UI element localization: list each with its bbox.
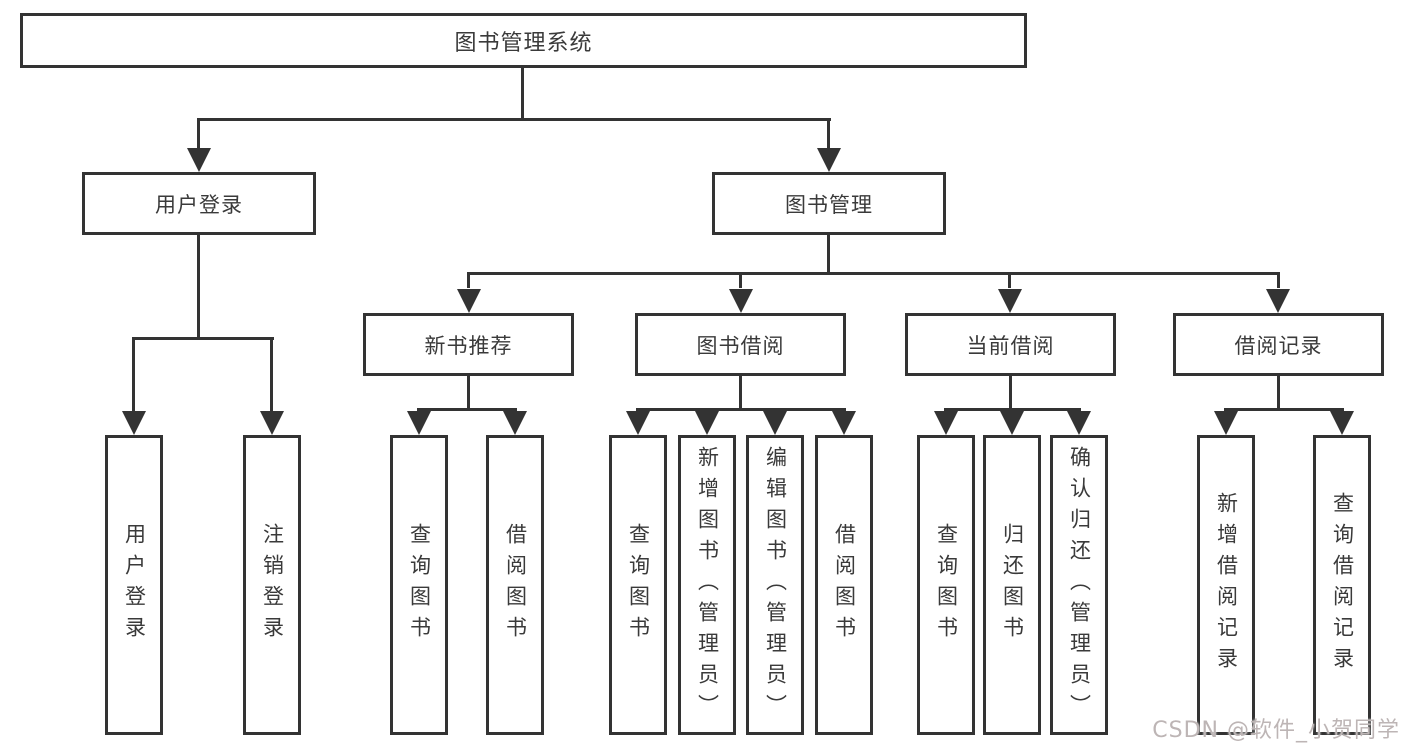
- arrow-down-icon: [626, 411, 650, 435]
- leaf-query-books: 查询图书: [390, 435, 448, 735]
- node-borrowing-records: 借阅记录: [1173, 313, 1384, 376]
- arrow-down-icon: [1000, 411, 1024, 435]
- connector-line: [1008, 272, 1011, 288]
- node-new-book-recommend: 新书推荐: [363, 313, 574, 376]
- leaf-add-books-admin: 新增图书（管理员）: [678, 435, 736, 735]
- leaf-user-login: 用户登录: [105, 435, 163, 735]
- connector-line: [739, 272, 742, 288]
- arrow-down-icon: [407, 411, 431, 435]
- connector-line: [467, 376, 470, 408]
- arrow-down-icon: [187, 148, 211, 172]
- arrow-down-icon: [457, 289, 481, 313]
- leaf-return-books: 归还图书: [983, 435, 1041, 735]
- connector-line: [197, 235, 200, 337]
- leaf-confirm-return-admin: 确认归还（管理员）: [1050, 435, 1108, 735]
- connector-line: [636, 408, 846, 411]
- connector-line: [197, 118, 200, 152]
- arrow-down-icon: [832, 411, 856, 435]
- connector-line: [739, 376, 742, 408]
- connector-line: [467, 272, 1280, 275]
- leaf-logout: 注销登录: [243, 435, 301, 735]
- arrow-down-icon: [763, 411, 787, 435]
- connector-line: [1277, 376, 1280, 408]
- arrow-down-icon: [934, 411, 958, 435]
- arrow-down-icon: [122, 411, 146, 435]
- connector-line: [521, 68, 524, 120]
- leaf-add-borrow-record: 新增借阅记录: [1197, 435, 1255, 735]
- connector-line: [827, 118, 830, 152]
- connector-line: [827, 235, 830, 272]
- csdn-watermark: CSDN @软件_小贺同学: [1152, 718, 1400, 743]
- connector-line: [1224, 408, 1344, 411]
- arrow-down-icon: [695, 411, 719, 435]
- node-book-borrowing: 图书借阅: [635, 313, 846, 376]
- arrow-down-icon: [1266, 289, 1290, 313]
- leaf-query-books: 查询图书: [917, 435, 975, 735]
- leaf-query-books: 查询图书: [609, 435, 667, 735]
- connector-line: [132, 337, 135, 415]
- connector-line: [197, 118, 831, 121]
- node-user-login: 用户登录: [82, 172, 316, 235]
- leaf-edit-books-admin: 编辑图书（管理员）: [746, 435, 804, 735]
- node-current-borrowing: 当前借阅: [905, 313, 1116, 376]
- arrow-down-icon: [1214, 411, 1238, 435]
- leaf-query-borrow-record: 查询借阅记录: [1313, 435, 1371, 735]
- arrow-down-icon: [1330, 411, 1354, 435]
- connector-line: [270, 337, 273, 415]
- arrow-down-icon: [1067, 411, 1091, 435]
- node-library-management-system: 图书管理系统: [20, 13, 1027, 68]
- arrow-down-icon: [260, 411, 284, 435]
- arrow-down-icon: [503, 411, 527, 435]
- leaf-borrow-books: 借阅图书: [486, 435, 544, 735]
- node-book-management: 图书管理: [712, 172, 946, 235]
- arrow-down-icon: [817, 148, 841, 172]
- connector-line: [1277, 272, 1280, 288]
- arrow-down-icon: [998, 289, 1022, 313]
- connector-line: [132, 337, 274, 340]
- leaf-borrow-books: 借阅图书: [815, 435, 873, 735]
- connector-line: [1009, 376, 1012, 408]
- connector-line: [467, 272, 470, 288]
- connector-line: [417, 408, 517, 411]
- arrow-down-icon: [729, 289, 753, 313]
